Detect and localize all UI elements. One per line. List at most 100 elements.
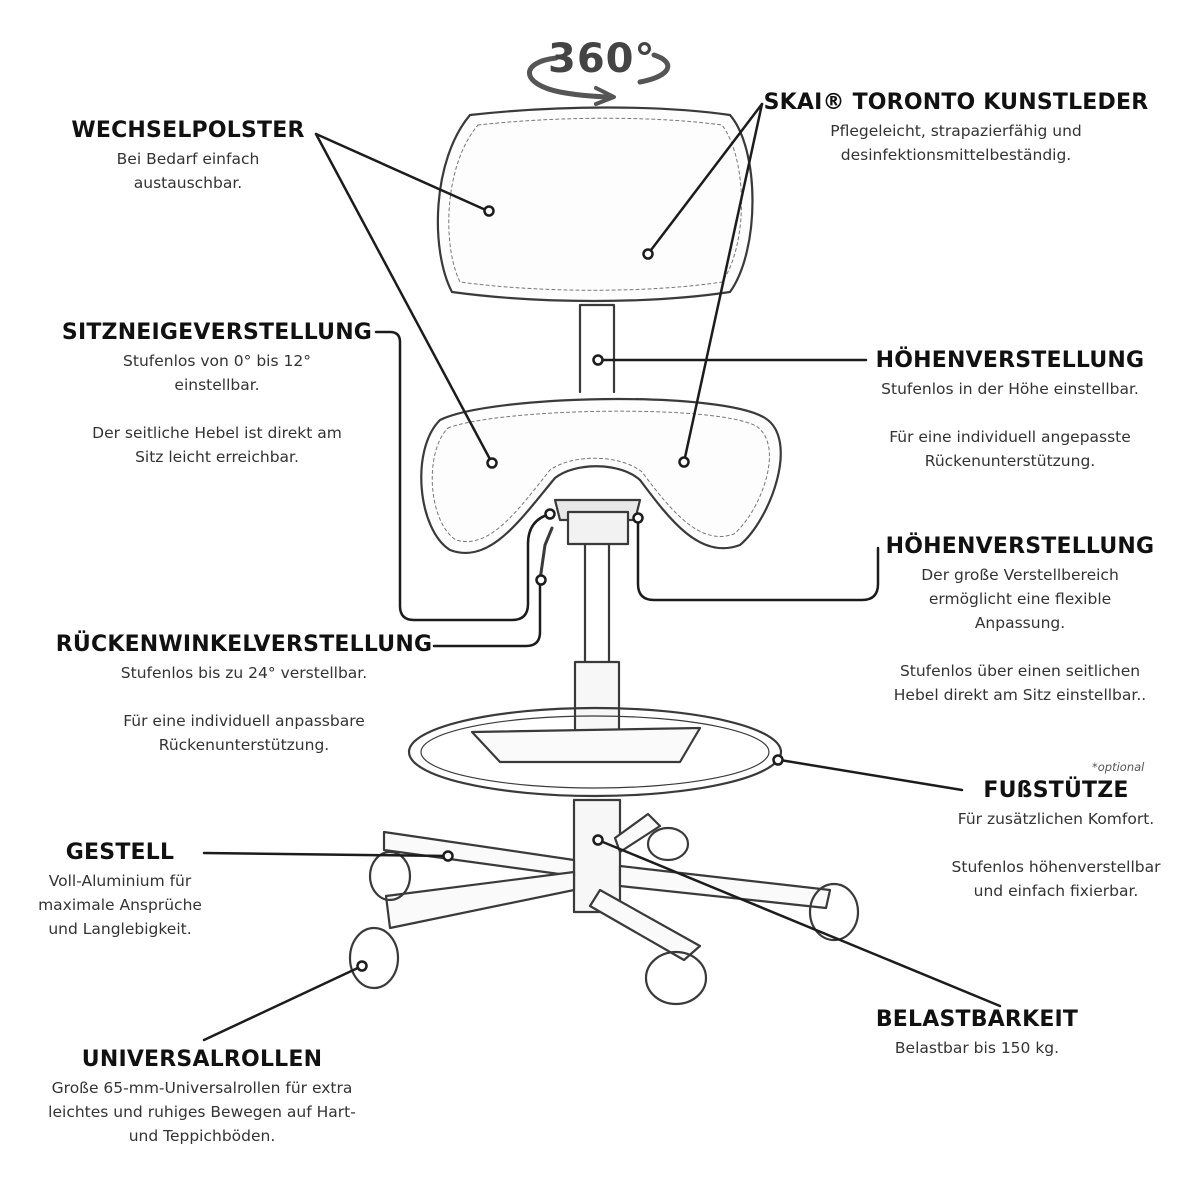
saddle-stitch bbox=[431, 410, 770, 542]
label-title: RÜCKENWINKELVERSTELLUNG bbox=[55, 632, 433, 657]
backrest-post bbox=[578, 303, 616, 394]
dot-foot-ring bbox=[772, 754, 784, 766]
rotation-arrow-head bbox=[594, 86, 616, 106]
desc-line: Belastbar bis 150 kg. bbox=[894, 1039, 1060, 1057]
caster-left-back bbox=[368, 850, 412, 902]
label-fussstuetze: FUßSTÜTZE Für zusätzlichen Komfort. Stuf… bbox=[920, 778, 1192, 903]
label-title: SITZNEIGEVERSTELLUNG bbox=[61, 320, 373, 345]
desc-line: Stufenlos höhenverstellbar bbox=[951, 858, 1161, 876]
rotation-arrow-back bbox=[637, 52, 671, 85]
leader-sitzneige bbox=[374, 330, 552, 622]
gas-column bbox=[583, 542, 611, 664]
label-hoehenverstellung-seat: HÖHENVERSTELLUNG Der große Verstellberei… bbox=[876, 534, 1164, 707]
caster-front bbox=[644, 950, 708, 1006]
leader-skai-back bbox=[646, 102, 764, 256]
dot-caster bbox=[356, 960, 368, 972]
label-description: Stufenlos in der Höhe einstellbar. Für e… bbox=[866, 377, 1154, 473]
label-sitzneigeverstellung: SITZNEIGEVERSTELLUNG Stufenlos von 0° bi… bbox=[58, 320, 376, 469]
leader-wechselpolster-back bbox=[314, 132, 490, 213]
label-belastbarkeit: BELASTBARKEIT Belastbar bis 150 kg. bbox=[870, 1007, 1084, 1060]
base-leg-right bbox=[618, 864, 832, 910]
label-skai: SKAI® TORONTO KUNSTLEDER Pflegeleicht, s… bbox=[762, 90, 1150, 167]
desc-line: Stufenlos von 0° bis 12° bbox=[123, 352, 311, 370]
desc-gap bbox=[54, 685, 434, 709]
leader-fussstuetze bbox=[778, 758, 964, 792]
caster-right bbox=[808, 882, 860, 942]
dot-lever bbox=[535, 574, 547, 586]
desc-line: Große 65-mm-Universalrollen für extra bbox=[51, 1079, 353, 1097]
label-title: SKAI® TORONTO KUNSTLEDER bbox=[763, 90, 1149, 115]
dot-hub bbox=[592, 834, 604, 846]
desc-line: Für zusätzlichen Komfort. bbox=[957, 810, 1155, 828]
label-universalrollen: UNIVERSALROLLEN Große 65-mm-Universalrol… bbox=[36, 1047, 368, 1148]
foot-ring bbox=[407, 706, 783, 798]
backrest-stitch bbox=[448, 117, 742, 291]
desc-line: desinfektionsmittelbeständig. bbox=[840, 146, 1072, 164]
desc-line: Stufenlos bis zu 24° verstellbar. bbox=[120, 664, 368, 682]
label-description: Voll-Aluminium für maximale Ansprüche un… bbox=[36, 869, 204, 941]
desc-line: maximale Ansprüche bbox=[38, 896, 202, 914]
label-description: Stufenlos von 0° bis 12° einstellbar. De… bbox=[58, 349, 376, 469]
label-description: Stufenlos bis zu 24° verstellbar. Für ei… bbox=[54, 661, 434, 757]
desc-line: einstellbar. bbox=[174, 376, 260, 394]
desc-line: Sitz leicht erreichbar. bbox=[135, 448, 299, 466]
dot-mechanism-right bbox=[632, 512, 644, 524]
label-description: Bei Bedarf einfach austauschbar. bbox=[60, 147, 316, 195]
desc-line: Rückenunterstützung. bbox=[158, 736, 330, 754]
base-leg-left-front bbox=[384, 870, 576, 930]
label-title: BELASTBARKEIT bbox=[875, 1007, 1079, 1032]
label-description: Belastbar bis 150 kg. bbox=[870, 1036, 1084, 1060]
label-title: HÖHENVERSTELLUNG bbox=[875, 348, 1145, 373]
desc-line: Der große Verstellbereich bbox=[921, 566, 1119, 584]
label-description: Pflegeleicht, strapazierfähig und desinf… bbox=[762, 119, 1150, 167]
desc-line: und Teppichböden. bbox=[128, 1127, 276, 1145]
dot-seat-left bbox=[486, 457, 498, 469]
label-gestell: GESTELL Voll-Aluminium für maximale Ansp… bbox=[36, 840, 204, 941]
leader-universalrollen bbox=[202, 964, 364, 1042]
leader-skai-seat bbox=[682, 102, 764, 464]
desc-line: Hebel direkt am Sitz einstellbar.. bbox=[893, 686, 1147, 704]
leader-wechselpolster-seat bbox=[314, 132, 494, 465]
desc-gap bbox=[876, 635, 1164, 659]
base-leg-left-back bbox=[382, 830, 576, 878]
dot-backrest-left bbox=[483, 205, 495, 217]
dot-seat-right bbox=[678, 456, 690, 468]
desc-gap bbox=[866, 401, 1154, 425]
base-leg-front bbox=[588, 888, 702, 962]
desc-line: leichtes und ruhiges Bewegen auf Hart- bbox=[48, 1103, 356, 1121]
leader-rueckenwinkel bbox=[432, 580, 542, 648]
label-title: GESTELL bbox=[65, 840, 175, 865]
rotation-label: 360° bbox=[548, 36, 656, 82]
desc-line: Pflegeleicht, strapazierfähig und bbox=[830, 122, 1082, 140]
label-wechselpolster: WECHSELPOLSTER Bei Bedarf einfach austau… bbox=[60, 118, 316, 195]
leader-hoehe2 bbox=[636, 518, 880, 602]
label-title: WECHSELPOLSTER bbox=[71, 118, 305, 143]
side-lever bbox=[538, 526, 554, 582]
label-title: UNIVERSALROLLEN bbox=[81, 1047, 323, 1072]
saddle-seat bbox=[420, 397, 782, 554]
leader-belastbarkeit bbox=[596, 838, 1002, 1008]
desc-line: Bei Bedarf einfach bbox=[116, 150, 260, 168]
label-description: Große 65-mm-Universalrollen für extra le… bbox=[36, 1076, 368, 1148]
label-rueckenwinkelverstellung: RÜCKENWINKELVERSTELLUNG Stufenlos bis zu… bbox=[54, 632, 434, 757]
desc-line: und einfach fixierbar. bbox=[973, 882, 1139, 900]
desc-line: Für eine individuell anpassbare bbox=[123, 712, 365, 730]
caster-back bbox=[646, 826, 690, 862]
dot-mechanism-left bbox=[544, 508, 556, 520]
label-description: Der große Verstellbereich ermöglicht ein… bbox=[876, 563, 1164, 707]
desc-line: austauschbar. bbox=[133, 174, 243, 192]
dot-base bbox=[442, 850, 454, 862]
desc-line: Stufenlos über einen seitlichen bbox=[899, 662, 1141, 680]
label-title: HÖHENVERSTELLUNG bbox=[885, 534, 1155, 559]
desc-line: Voll-Aluminium für bbox=[48, 872, 192, 890]
dot-post bbox=[592, 354, 604, 366]
desc-line: Rückenunterstützung. bbox=[924, 452, 1096, 470]
optional-note: *optional bbox=[1092, 760, 1145, 774]
desc-line: ermöglicht eine flexible bbox=[928, 590, 1112, 608]
leader-gestell bbox=[202, 851, 450, 858]
rotation-arrow-icon bbox=[527, 55, 615, 100]
label-title: FUßSTÜTZE bbox=[983, 778, 1129, 803]
caster-left-front bbox=[348, 926, 400, 990]
desc-line: Für eine individuell angepasste bbox=[889, 428, 1131, 446]
label-description: Für zusätzlichen Komfort. Stufenlos höhe… bbox=[920, 807, 1192, 903]
